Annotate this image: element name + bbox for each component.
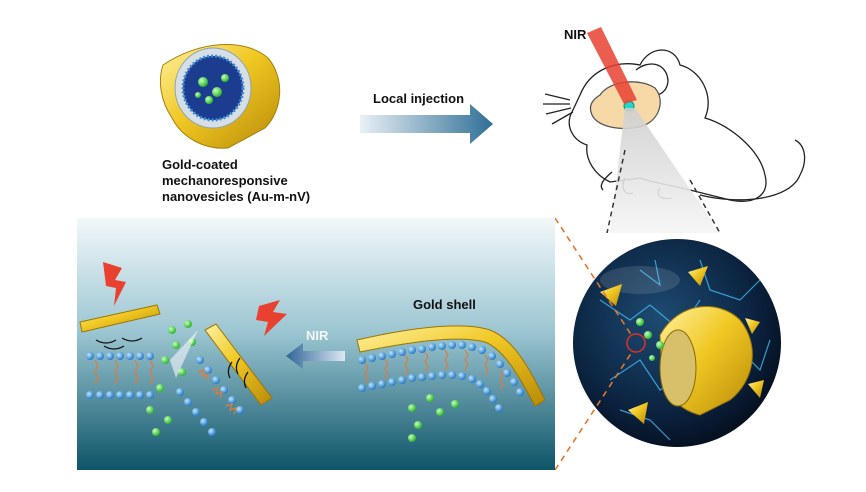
laser-beam-icon <box>587 27 637 104</box>
zoom-dash-top <box>554 217 633 337</box>
zoom-dash-bottom <box>554 351 633 471</box>
injection-label: Local injection <box>373 91 465 106</box>
arrow-right-icon <box>360 104 493 144</box>
nir-mouse-label: NIR <box>564 27 587 42</box>
nanovesicle-label-line1: Gold-coated <box>162 157 238 172</box>
nanovesicle-illustration <box>159 43 281 149</box>
mechanism-panel <box>77 218 555 470</box>
gold-shell-label: Gold shell <box>413 297 476 312</box>
nanovesicle-label-line2: mechanoresponsive <box>162 173 288 188</box>
lightning-icon <box>103 262 126 306</box>
lightning-icon <box>256 300 287 336</box>
disrupted-membrane <box>79 304 273 436</box>
nir-panel-label: NIR <box>306 328 329 343</box>
brain-sphere <box>573 239 781 447</box>
zoom-cone <box>610 108 720 233</box>
intact-membrane <box>356 325 546 442</box>
arrow-left-icon <box>286 343 345 369</box>
nanovesicle-label-line3: nanovesicles (Au-m-nV) <box>162 189 311 204</box>
